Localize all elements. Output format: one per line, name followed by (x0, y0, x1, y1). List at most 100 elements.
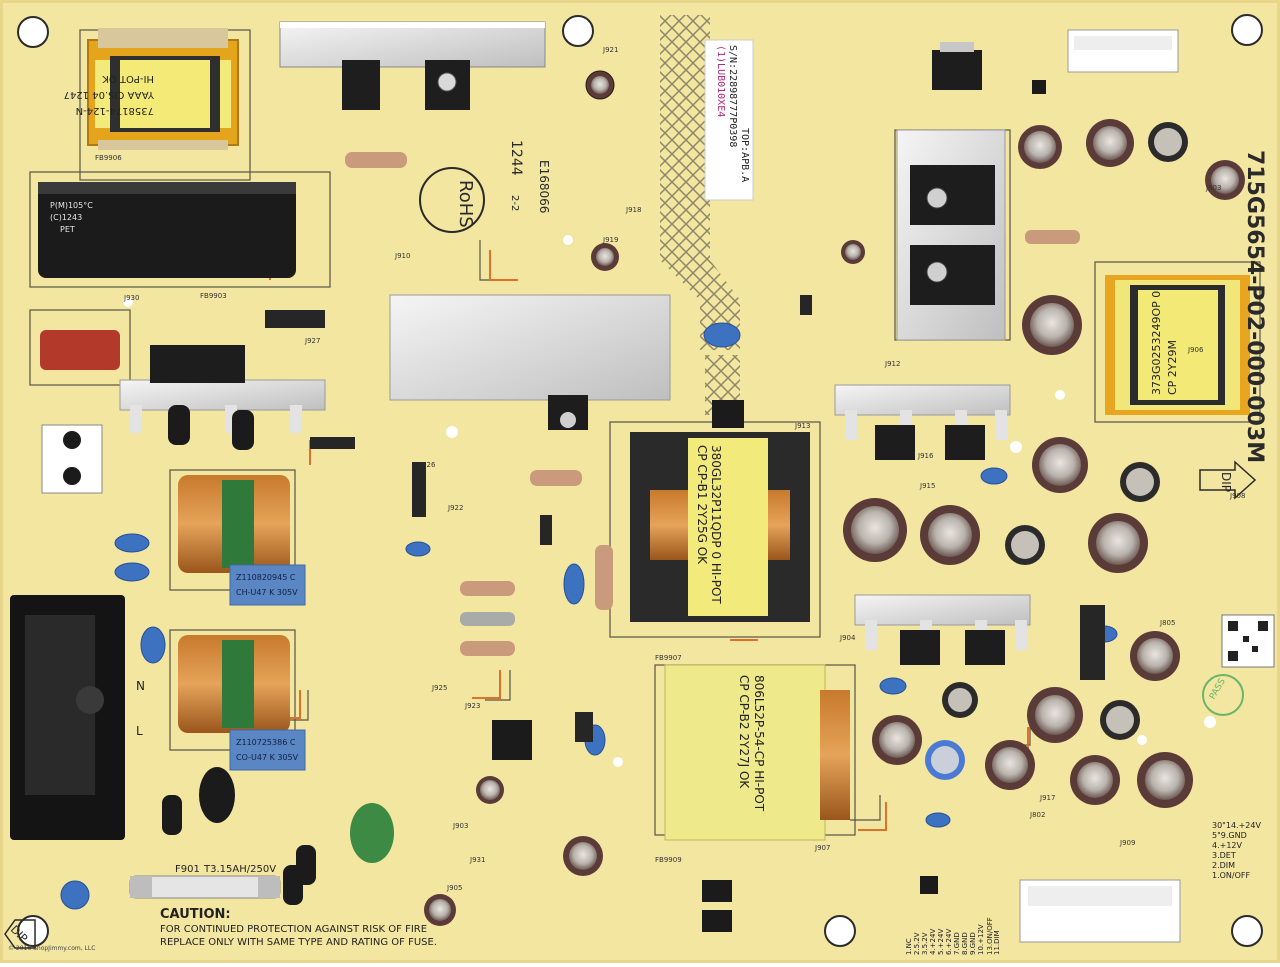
rect-shape (258, 876, 280, 898)
rect-shape (910, 165, 995, 225)
circle-shape (17, 915, 49, 947)
rect-shape (129, 875, 281, 899)
label-connectors-cn9902_pins-2: 10.+12V (977, 924, 985, 955)
rect-shape (820, 690, 850, 820)
label-silkscreen-26: FB9906 (95, 154, 122, 162)
circle-shape (1024, 131, 1056, 163)
ellipse-shape (980, 467, 1008, 485)
circle-shape (845, 244, 861, 260)
path-shape (472, 670, 501, 699)
t901-label-1: 7358174-124-N (76, 105, 154, 116)
ellipse-shape (879, 677, 907, 695)
rect-shape (222, 640, 254, 728)
circle-shape (928, 513, 972, 557)
label-silkscreen-12: J906 (1187, 346, 1204, 354)
fuse-label: F901 (175, 864, 200, 875)
label-silkscreen-6: J912 (884, 360, 900, 368)
x-cap-1-line2: CH-U47 K 305V (236, 588, 298, 597)
pass-sticker (1202, 674, 1244, 716)
rect-shape (290, 405, 302, 433)
t901-label-3: HI-POT OK (102, 73, 154, 84)
circle-shape (1030, 303, 1074, 347)
label-connectors-cn903_pins-5: 1.ON/OFF (1212, 871, 1251, 880)
resistors (345, 152, 1080, 656)
caution-line-1: FOR CONTINUED PROTECTION AGAINST RISK OF… (160, 924, 427, 935)
ellipse-shape (925, 812, 951, 828)
cn903-pin-labels: 30"14.+24V 5"9.GND 4.+12V 3.DET 2.DIM 1.… (1212, 821, 1261, 880)
label-connectors-cn903_pins-4: 2.DIM (1212, 861, 1235, 870)
label-silkscreen-14: J908 (1229, 492, 1245, 500)
x-cap-2-line1: Z110725386 C (236, 738, 296, 747)
varistor-green (350, 803, 394, 863)
rect-shape (280, 22, 545, 28)
circle-shape (419, 167, 485, 233)
rect-shape (38, 182, 296, 194)
electrolytic-capacitors-top-right (1018, 119, 1245, 355)
label-silkscreen-3: J910 (394, 252, 410, 260)
label-connectors-cn9902_pins-11: 1.NC (905, 938, 913, 955)
rect-shape (1228, 621, 1238, 631)
circle-shape (1093, 126, 1127, 160)
label-silkscreen-1: J919 (602, 236, 618, 244)
path-shape (850, 795, 881, 821)
label-silkscreen-18: J926 (419, 461, 436, 469)
path-shape (485, 670, 511, 701)
label-silkscreen-16: J917 (1039, 794, 1055, 802)
heatsink-mid-right (834, 384, 1011, 460)
rect-shape (130, 405, 142, 433)
circle-shape (437, 72, 457, 92)
rect-shape (130, 876, 152, 898)
circle-shape (948, 688, 972, 712)
rect-shape (162, 795, 182, 835)
rect-shape (865, 620, 877, 650)
rect-shape (412, 462, 426, 517)
circle-shape (1202, 674, 1244, 716)
ic-chips (492, 80, 1046, 932)
rect-shape (279, 21, 546, 68)
label-connectors-cn9902_pins-0: 13.ON/OFF (986, 917, 994, 955)
part-number: 715G5654-P02-000-003M (1242, 150, 1267, 463)
t901-label-2: YAAA CIS.04 1247 (64, 89, 155, 100)
rect-shape (310, 437, 355, 449)
diodes (265, 295, 1105, 742)
silkscreen-labels: J921 J919 J918 J910 J930 J927 J912 J916 … (95, 46, 1245, 892)
mounting-holes (17, 14, 1263, 947)
circle-shape (562, 15, 594, 47)
label-silkscreen-9: J913 (794, 422, 810, 430)
circle-shape (1211, 166, 1239, 194)
label-silkscreen-19: J922 (447, 504, 463, 512)
serial-line-1: (1)LUB010XE4 (715, 45, 726, 117)
circle-shape (1231, 915, 1263, 947)
dip-arrow-left (4, 919, 36, 949)
label-connectors-cn9902_pins-9: 3.5.2V (921, 932, 929, 955)
label-connectors-cn9902_pins-6: 6.+24V (945, 929, 953, 955)
label-connectors-cn9902_pins-4: 8.GND (961, 932, 969, 955)
circle-shape (926, 187, 948, 209)
electrolytic-capacitors-right-cluster (424, 437, 1193, 926)
label-silkscreen-25: J805 (1159, 619, 1175, 627)
x-cap-2-line2: CO-U47 K 305V (236, 753, 299, 762)
rect-shape (575, 712, 593, 742)
heatsink-right (896, 129, 1006, 341)
label-silkscreen-10: J904 (839, 634, 856, 642)
circle-shape (63, 431, 81, 449)
ellipse-shape (114, 562, 150, 582)
label-silkscreen-21: J931 (469, 856, 485, 864)
rohs-mark (419, 167, 485, 233)
rect-shape (688, 438, 768, 616)
rect-shape (120, 60, 210, 128)
bulk-cap-material: PET (60, 225, 75, 234)
circle-shape (1035, 695, 1075, 735)
serial-sticker (704, 39, 754, 201)
rect-shape (530, 470, 582, 486)
connector-cn9904 (41, 424, 103, 494)
label-connectors-cn9902_pins-1: 11.DIM (993, 930, 1001, 955)
rohs-text: RoHS (455, 180, 476, 228)
rect-shape (1138, 290, 1218, 400)
label-connectors-cn9902_pins-8: 4.+24V (929, 929, 937, 955)
common-mode-choke-1 (178, 475, 290, 573)
label-silkscreen-23: J802 (1029, 811, 1045, 819)
circle-shape (1055, 390, 1065, 400)
label-connectors-cn9902_pins-3: 9.GND (969, 932, 977, 955)
